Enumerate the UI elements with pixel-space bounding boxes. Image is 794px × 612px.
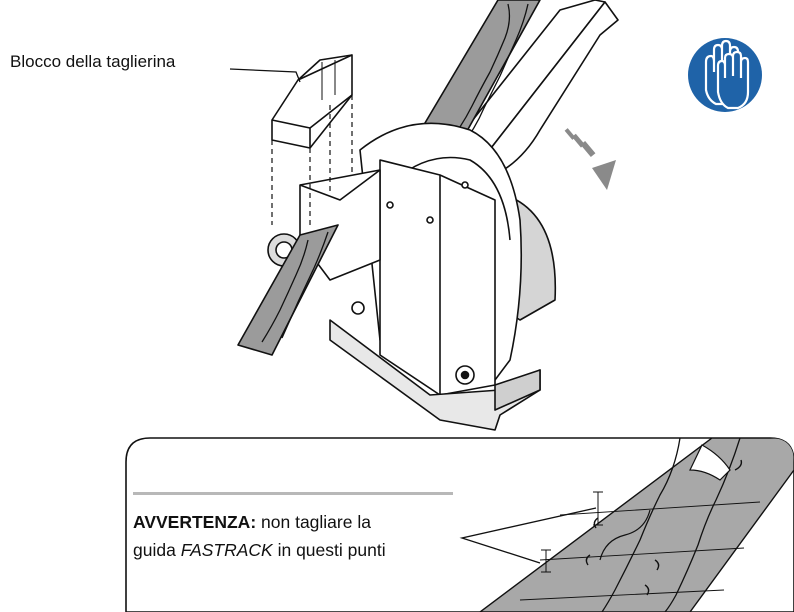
warning-line-1: AVVERTENZA: non tagliare la bbox=[133, 508, 463, 536]
warning-line2-post: in questi punti bbox=[272, 540, 386, 560]
warning-line-2: guida FASTRACK in questi punti bbox=[133, 536, 463, 564]
rotation-arrow-icon bbox=[564, 128, 616, 190]
cutter-block-label: Blocco della taglierina bbox=[10, 52, 176, 71]
callout-leader bbox=[229, 68, 301, 83]
warning-line2-pre: guida bbox=[133, 540, 181, 560]
warning-separator bbox=[133, 492, 453, 495]
brand-name: FASTRACK bbox=[180, 540, 273, 560]
insertion-guides bbox=[271, 95, 353, 225]
gloves-icon bbox=[688, 38, 762, 112]
cutter-machine bbox=[237, 0, 619, 431]
warning-text: AVVERTENZA: non tagliare la guida FASTRA… bbox=[133, 492, 463, 564]
guide-strip-closeup bbox=[477, 438, 794, 612]
guide-strip-lower bbox=[237, 224, 339, 356]
base-bar bbox=[329, 319, 541, 431]
cutter-block bbox=[271, 54, 353, 149]
warning-title: AVVERTENZA: bbox=[133, 512, 257, 532]
warning-line1-rest: non tagliare la bbox=[256, 512, 371, 532]
warning-leaders bbox=[459, 507, 597, 564]
